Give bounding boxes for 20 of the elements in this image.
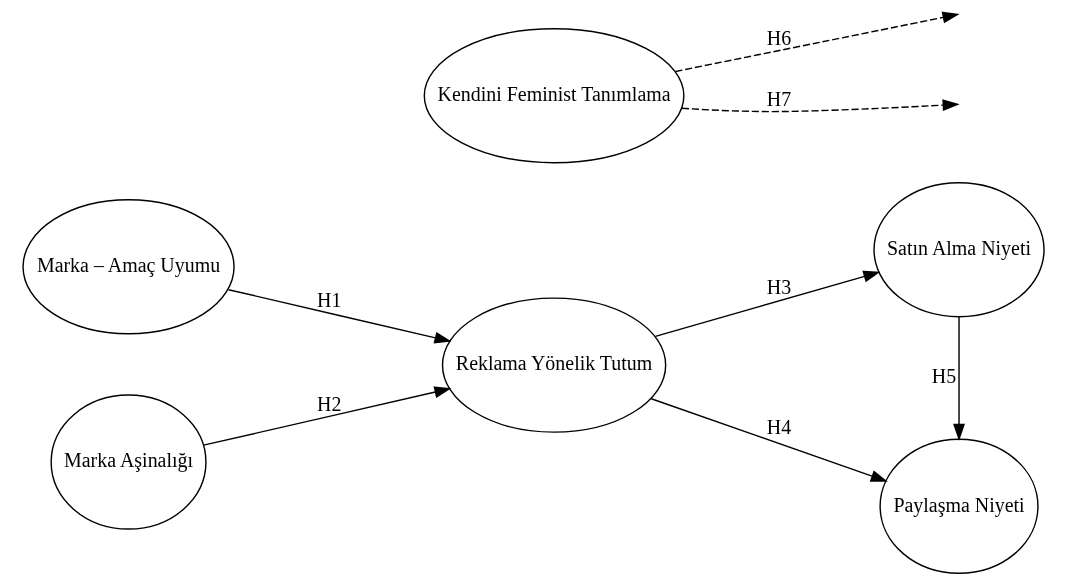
node-ellipse: Kendini Feminist Tanımlama (423, 28, 685, 164)
node-ellipse: Reklama Yönelik Tutum (441, 297, 666, 433)
edge-label: H2 (316, 393, 341, 416)
edge-label: H4 (766, 415, 791, 438)
arrow (680, 99, 960, 113)
arrow (202, 386, 451, 446)
node-ellipse: Paylaşma Niyeti (878, 438, 1039, 574)
edge-label: H3 (766, 276, 791, 299)
arrow (654, 270, 880, 338)
edge-label: H6 (766, 26, 791, 49)
arrow (674, 11, 960, 73)
edge-label: H1 (316, 288, 341, 311)
edge-label: H5 (931, 365, 956, 388)
node-ellipse: Satın Alma Niyeti (872, 181, 1045, 318)
edge-label: H7 (766, 87, 791, 110)
node-ellipse: Marka Aşinalığı (49, 394, 207, 530)
arrow (227, 289, 452, 344)
arrow (650, 398, 888, 482)
arrow (952, 316, 965, 441)
node-ellipse: Marka – Amaç Uyumu (21, 199, 235, 335)
